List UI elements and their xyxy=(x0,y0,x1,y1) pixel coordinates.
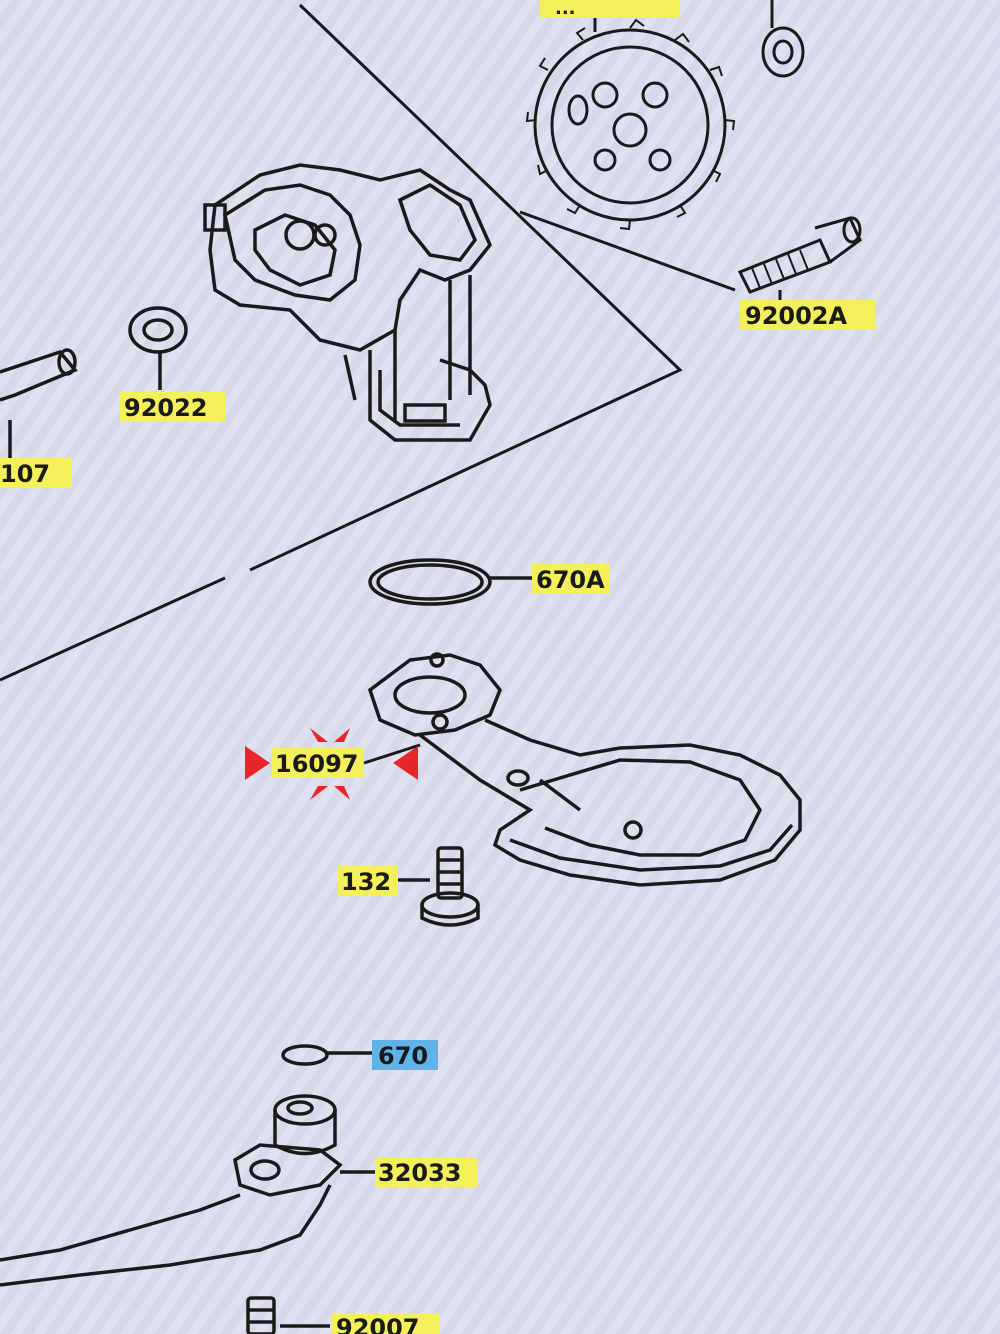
selection-marker xyxy=(245,728,418,800)
assembly-outline xyxy=(0,3,736,682)
seal-92022-icon[interactable] xyxy=(128,306,188,390)
bolt-92007-icon[interactable] xyxy=(246,1296,330,1334)
oil-strainer-16097-icon[interactable] xyxy=(367,652,802,887)
part-label-92007[interactable]: 92007 xyxy=(332,1314,440,1334)
part-label-107[interactable]: 107 xyxy=(0,458,72,488)
part-label-670[interactable]: 670 xyxy=(372,1040,438,1070)
oil-pipe-32033-icon[interactable] xyxy=(0,1094,378,1287)
part-label-670a[interactable]: 670A xyxy=(532,564,610,594)
part-label-92002a-text: 92002A xyxy=(745,302,847,330)
part-label-92022[interactable]: 92022 xyxy=(120,392,225,422)
part-label-670-text: 670 xyxy=(378,1042,428,1070)
part-label-16097[interactable]: 16097 xyxy=(272,743,421,778)
shaft-icon[interactable] xyxy=(0,348,78,458)
bolt-92002a-icon[interactable] xyxy=(737,216,862,305)
o-ring-670-icon[interactable] xyxy=(281,1044,372,1066)
washer-icon[interactable] xyxy=(761,0,805,78)
part-label-top[interactable]: ... xyxy=(540,0,680,32)
part-label-32033[interactable]: 32033 xyxy=(375,1157,477,1187)
part-label-92022-text: 92022 xyxy=(124,394,208,422)
part-label-16097-text: 16097 xyxy=(275,750,359,778)
o-ring-670a-icon[interactable] xyxy=(368,558,532,606)
oil-pump-body-icon[interactable] xyxy=(203,163,493,442)
part-label-top-text: ... xyxy=(555,0,576,19)
bolt-132-icon[interactable] xyxy=(395,846,480,927)
part-label-132-text: 132 xyxy=(341,868,391,896)
part-label-32033-text: 32033 xyxy=(378,1159,462,1187)
sprocket-gear-icon[interactable] xyxy=(525,18,736,231)
part-label-132[interactable]: 132 xyxy=(338,866,398,896)
part-label-92002a[interactable]: 92002A xyxy=(740,300,875,330)
part-label-107-text: 107 xyxy=(0,460,50,488)
part-label-92007-text: 92007 xyxy=(336,1314,420,1334)
part-label-670a-text: 670A xyxy=(536,566,605,594)
